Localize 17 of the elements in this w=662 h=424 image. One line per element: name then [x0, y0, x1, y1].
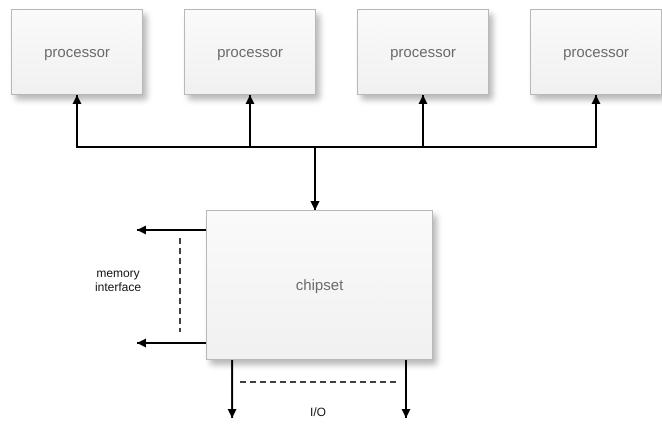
component-box — [184, 9, 316, 95]
component-box — [11, 9, 143, 95]
arrow — [310, 95, 600, 210]
component-box — [206, 210, 433, 360]
arrow — [401, 360, 410, 418]
arrow — [137, 338, 206, 348]
component-box — [357, 9, 489, 95]
component-box — [530, 9, 662, 95]
annotation-label: memory interface — [94, 266, 142, 294]
box-label: processor — [44, 44, 110, 60]
arrow — [228, 360, 237, 418]
box-label: processor — [217, 44, 283, 60]
arrow — [137, 225, 206, 234]
box-label: processor — [563, 44, 629, 60]
box-label: chipset — [296, 276, 344, 294]
box-label: processor — [390, 44, 456, 60]
annotation-label: I/O — [308, 405, 327, 419]
